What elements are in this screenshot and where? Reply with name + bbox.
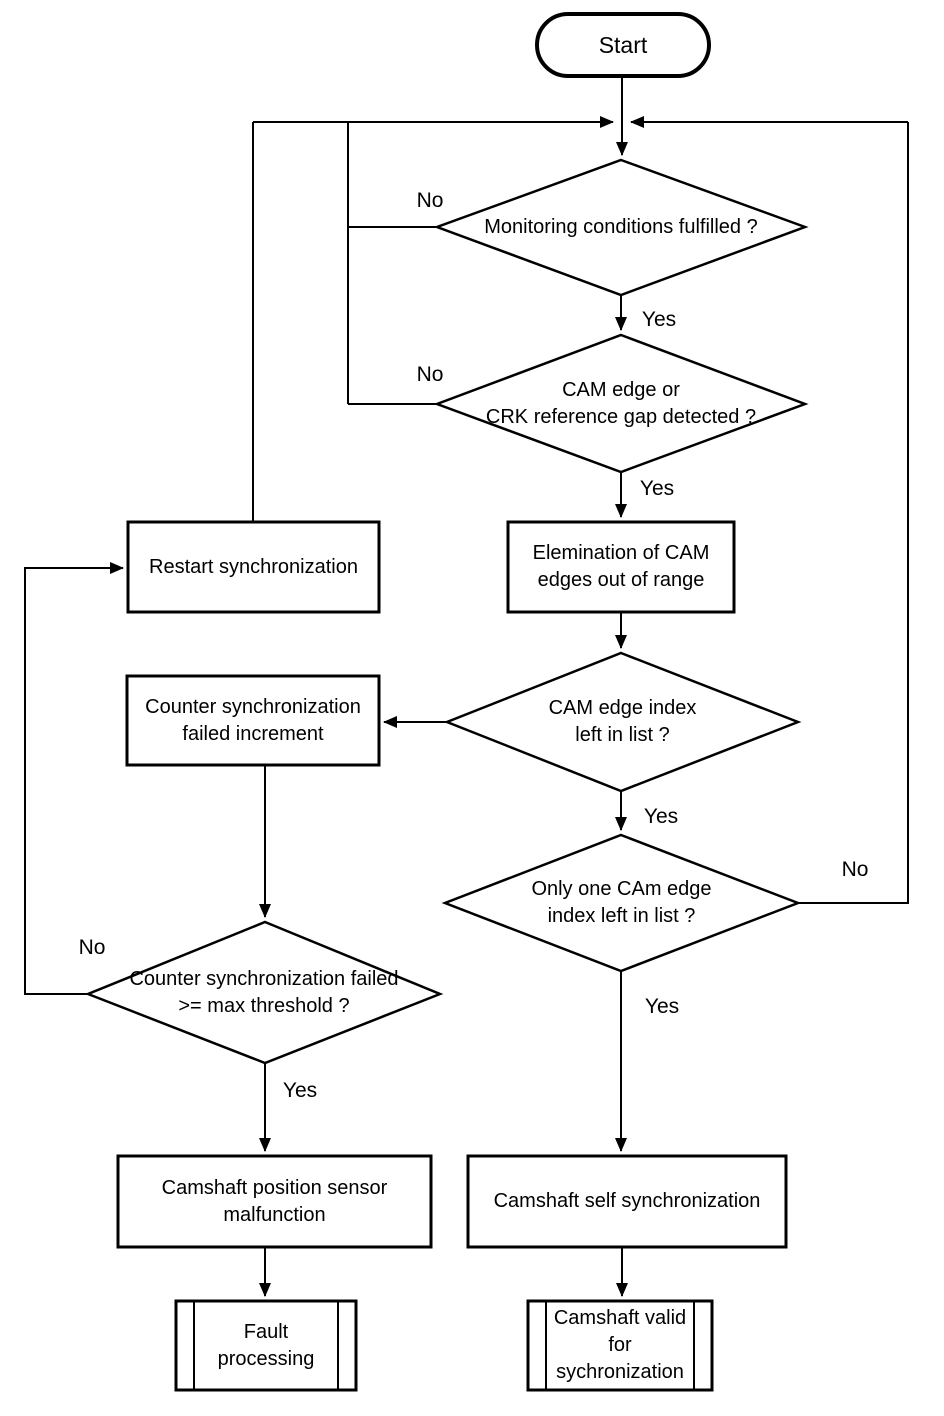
decision-onlyone-label: Only one CAm edge index left in list ? xyxy=(531,878,712,927)
edge-label-monitoring-no: No xyxy=(416,189,444,212)
process-selfsync-label: Camshaft self synchronization xyxy=(493,1190,761,1212)
decision-camindex-label: CAM edge index left in list ? xyxy=(548,697,697,746)
connector-threshold-no-loop xyxy=(24,562,124,995)
decision-monitoring-label: Monitoring conditions fulfilled ? xyxy=(484,216,758,238)
edge-label-camedge-yes: Yes xyxy=(639,477,675,500)
edge-label-threshold-yes: Yes xyxy=(282,1079,318,1102)
start-terminator-shape xyxy=(535,12,711,78)
decision-threshold-shape xyxy=(84,920,444,1065)
predefined-fault-label: Fault processing xyxy=(217,1320,315,1370)
process-malfunction-label: Camshaft position sensor malfunction xyxy=(161,1176,388,1226)
decision-onlyone-shape xyxy=(441,833,802,973)
edge-label-monitoring-yes: Yes xyxy=(641,308,677,331)
process-restart-label: Restart synchronization xyxy=(149,555,358,578)
edge-label-onlyone-no: No xyxy=(841,858,869,881)
process-counter-increment-shape xyxy=(125,674,381,767)
start-label: Start xyxy=(598,31,648,58)
decision-threshold-label: Counter synchronization failed >= max th… xyxy=(129,967,399,1017)
edge-label-camindex-yes: Yes xyxy=(643,805,679,828)
decision-monitoring-shape xyxy=(433,158,809,297)
predefined-valid-label: Camshaft valid for sychronization xyxy=(553,1307,687,1383)
edge-label-threshold-no: No xyxy=(78,936,106,959)
decision-camindex-shape xyxy=(443,651,802,793)
process-elimination-shape xyxy=(506,520,736,614)
decision-camedge-shape xyxy=(433,333,809,474)
predefined-fault-shape xyxy=(174,1299,358,1392)
process-elimination-label: Elemination of CAM edges out of range xyxy=(532,542,710,591)
decision-camedge-label: CAM edge or CRK reference gap detected ? xyxy=(485,378,757,428)
process-counter-increment-label: Counter synchronization failed increment xyxy=(145,695,361,745)
process-restart-shape xyxy=(126,520,381,614)
edge-label-camedge-no: No xyxy=(416,363,444,386)
connector-onlyone-no-loop xyxy=(798,122,909,904)
edge-label-onlyone-yes: Yes xyxy=(644,995,680,1018)
predefined-valid-shape xyxy=(526,1299,714,1392)
process-malfunction-shape xyxy=(116,1154,433,1249)
process-selfsync-shape xyxy=(466,1154,788,1249)
